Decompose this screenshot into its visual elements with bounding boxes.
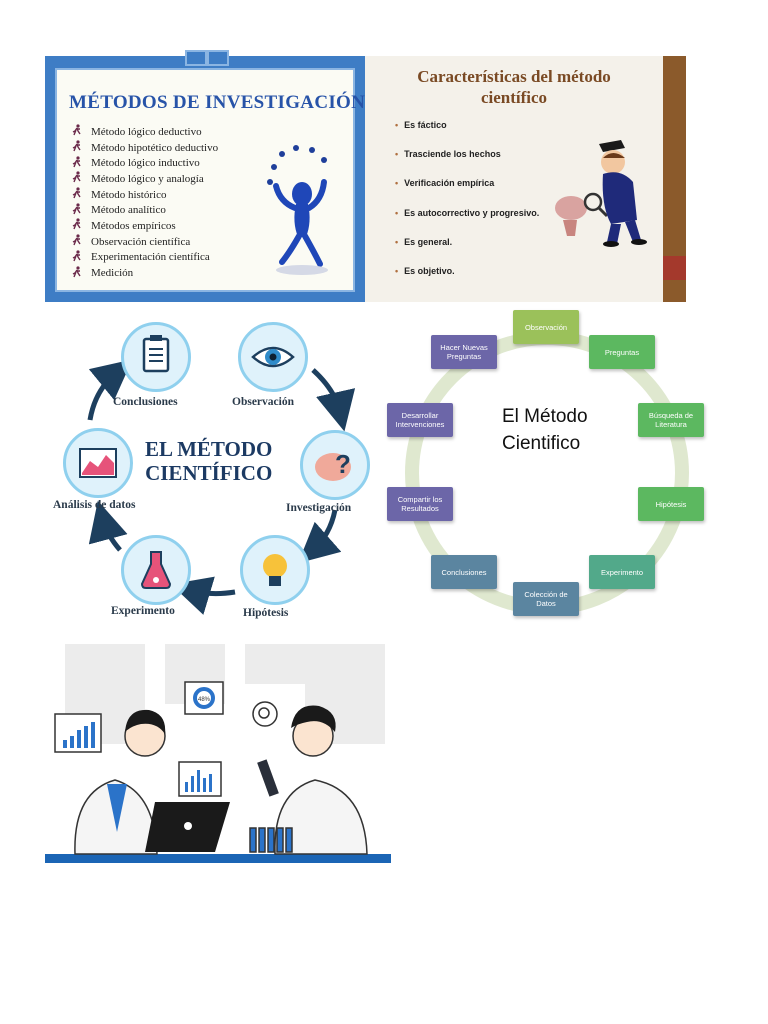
clipboard-icon bbox=[142, 335, 170, 373]
step-label: Hipótesis bbox=[243, 607, 289, 619]
hipotesis-circle bbox=[240, 535, 310, 605]
analisis-circle bbox=[63, 428, 133, 498]
running-figure-icon bbox=[71, 124, 85, 139]
metodos-panel: MÉTODOS DE INVESTIGACIÓN Método lógico d… bbox=[45, 50, 365, 302]
cycle-title: EL MÉTODO CIENTÍFICO bbox=[145, 437, 273, 485]
cycle-diagram-circles: ? Conclusiones Observación Investigación… bbox=[45, 310, 375, 625]
caracteristicas-panel: Características del método científico Es… bbox=[365, 56, 686, 302]
running-figure-icon bbox=[71, 156, 85, 171]
caracteristicas-title: Características del método científico bbox=[417, 67, 611, 107]
box-preguntas: Preguntas bbox=[589, 335, 655, 369]
running-figure-icon bbox=[71, 250, 85, 265]
box-conclusiones: Conclusiones bbox=[431, 555, 497, 589]
investigacion-circle: ? bbox=[300, 430, 370, 500]
running-figure-icon bbox=[71, 187, 85, 202]
list-item: Verificación empírica bbox=[395, 178, 539, 207]
running-figure-icon bbox=[71, 265, 85, 281]
list-item: Método analítico bbox=[71, 202, 218, 218]
list-item: Es fáctico bbox=[395, 120, 539, 149]
chart-analysis-icon bbox=[79, 448, 117, 478]
running-figure-icon bbox=[71, 171, 85, 186]
list-item: Trasciende los hechos bbox=[395, 149, 539, 178]
step-label: Observación bbox=[232, 396, 294, 408]
list-item: Método histórico bbox=[71, 187, 218, 203]
binder-clip bbox=[207, 50, 229, 66]
step-label: Análisis de datos bbox=[53, 499, 136, 511]
box-observacion: Observación bbox=[513, 310, 579, 344]
running-figure-icon bbox=[71, 218, 85, 233]
box-hipotesis: Hipótesis bbox=[638, 487, 704, 521]
list-item: Método lógico y analogía bbox=[71, 171, 218, 187]
decorative-bar bbox=[663, 56, 686, 302]
list-item: Es objetivo. bbox=[395, 266, 539, 295]
list-item: Método lógico deductivo bbox=[71, 124, 218, 140]
cycle-arrows bbox=[87, 359, 356, 615]
decorative-bar-accent bbox=[663, 256, 686, 280]
percent-badge: 48% bbox=[198, 697, 211, 703]
lightbulb-icon bbox=[263, 554, 287, 586]
list-item: Método lógico inductivo bbox=[71, 155, 218, 171]
list-item: Experimentación científica bbox=[71, 250, 218, 266]
list-item: Observación científica bbox=[71, 234, 218, 250]
observacion-circle bbox=[238, 322, 308, 392]
step-label: Investigación bbox=[286, 502, 352, 514]
step-label: Experimento bbox=[111, 605, 175, 617]
cycle-title: El Método Cientifico bbox=[502, 406, 588, 454]
svg-text:?: ? bbox=[335, 449, 351, 479]
metodos-card: MÉTODOS DE INVESTIGACIÓN Método lógico d… bbox=[55, 68, 365, 292]
eye-icon bbox=[251, 346, 295, 368]
brain-question-icon: ? bbox=[315, 449, 351, 481]
list-item: Medición bbox=[71, 265, 218, 281]
step-label: Conclusiones bbox=[113, 396, 178, 408]
experimento-circle bbox=[121, 535, 191, 605]
scientists-illustration: 48% bbox=[45, 642, 391, 863]
list-item: Es general. bbox=[395, 237, 539, 266]
running-figure-icon bbox=[71, 234, 85, 249]
metodos-list: Método lógico deductivo Método hipotétic… bbox=[71, 124, 218, 281]
metodos-title: MÉTODOS DE INVESTIGACIÓN bbox=[69, 92, 366, 113]
scientist-magnifier-icon bbox=[555, 140, 647, 247]
flask-icon bbox=[140, 551, 172, 589]
running-figure-icon bbox=[71, 140, 85, 155]
list-item: Método hipotético deductivo bbox=[71, 140, 218, 156]
list-item: Métodos empíricos bbox=[71, 218, 218, 234]
binder-clip bbox=[185, 50, 207, 66]
box-experimento: Experimento bbox=[589, 555, 655, 589]
conclusiones-circle bbox=[121, 322, 191, 392]
list-item: Es autocorrectivo y progresivo. bbox=[395, 208, 539, 237]
caracteristicas-list: Es fáctico Trasciende los hechos Verific… bbox=[395, 120, 539, 295]
juggler-figure-icon bbox=[267, 145, 328, 275]
running-figure-icon bbox=[71, 203, 85, 218]
scientists-lab-icon: 48% bbox=[45, 644, 391, 863]
